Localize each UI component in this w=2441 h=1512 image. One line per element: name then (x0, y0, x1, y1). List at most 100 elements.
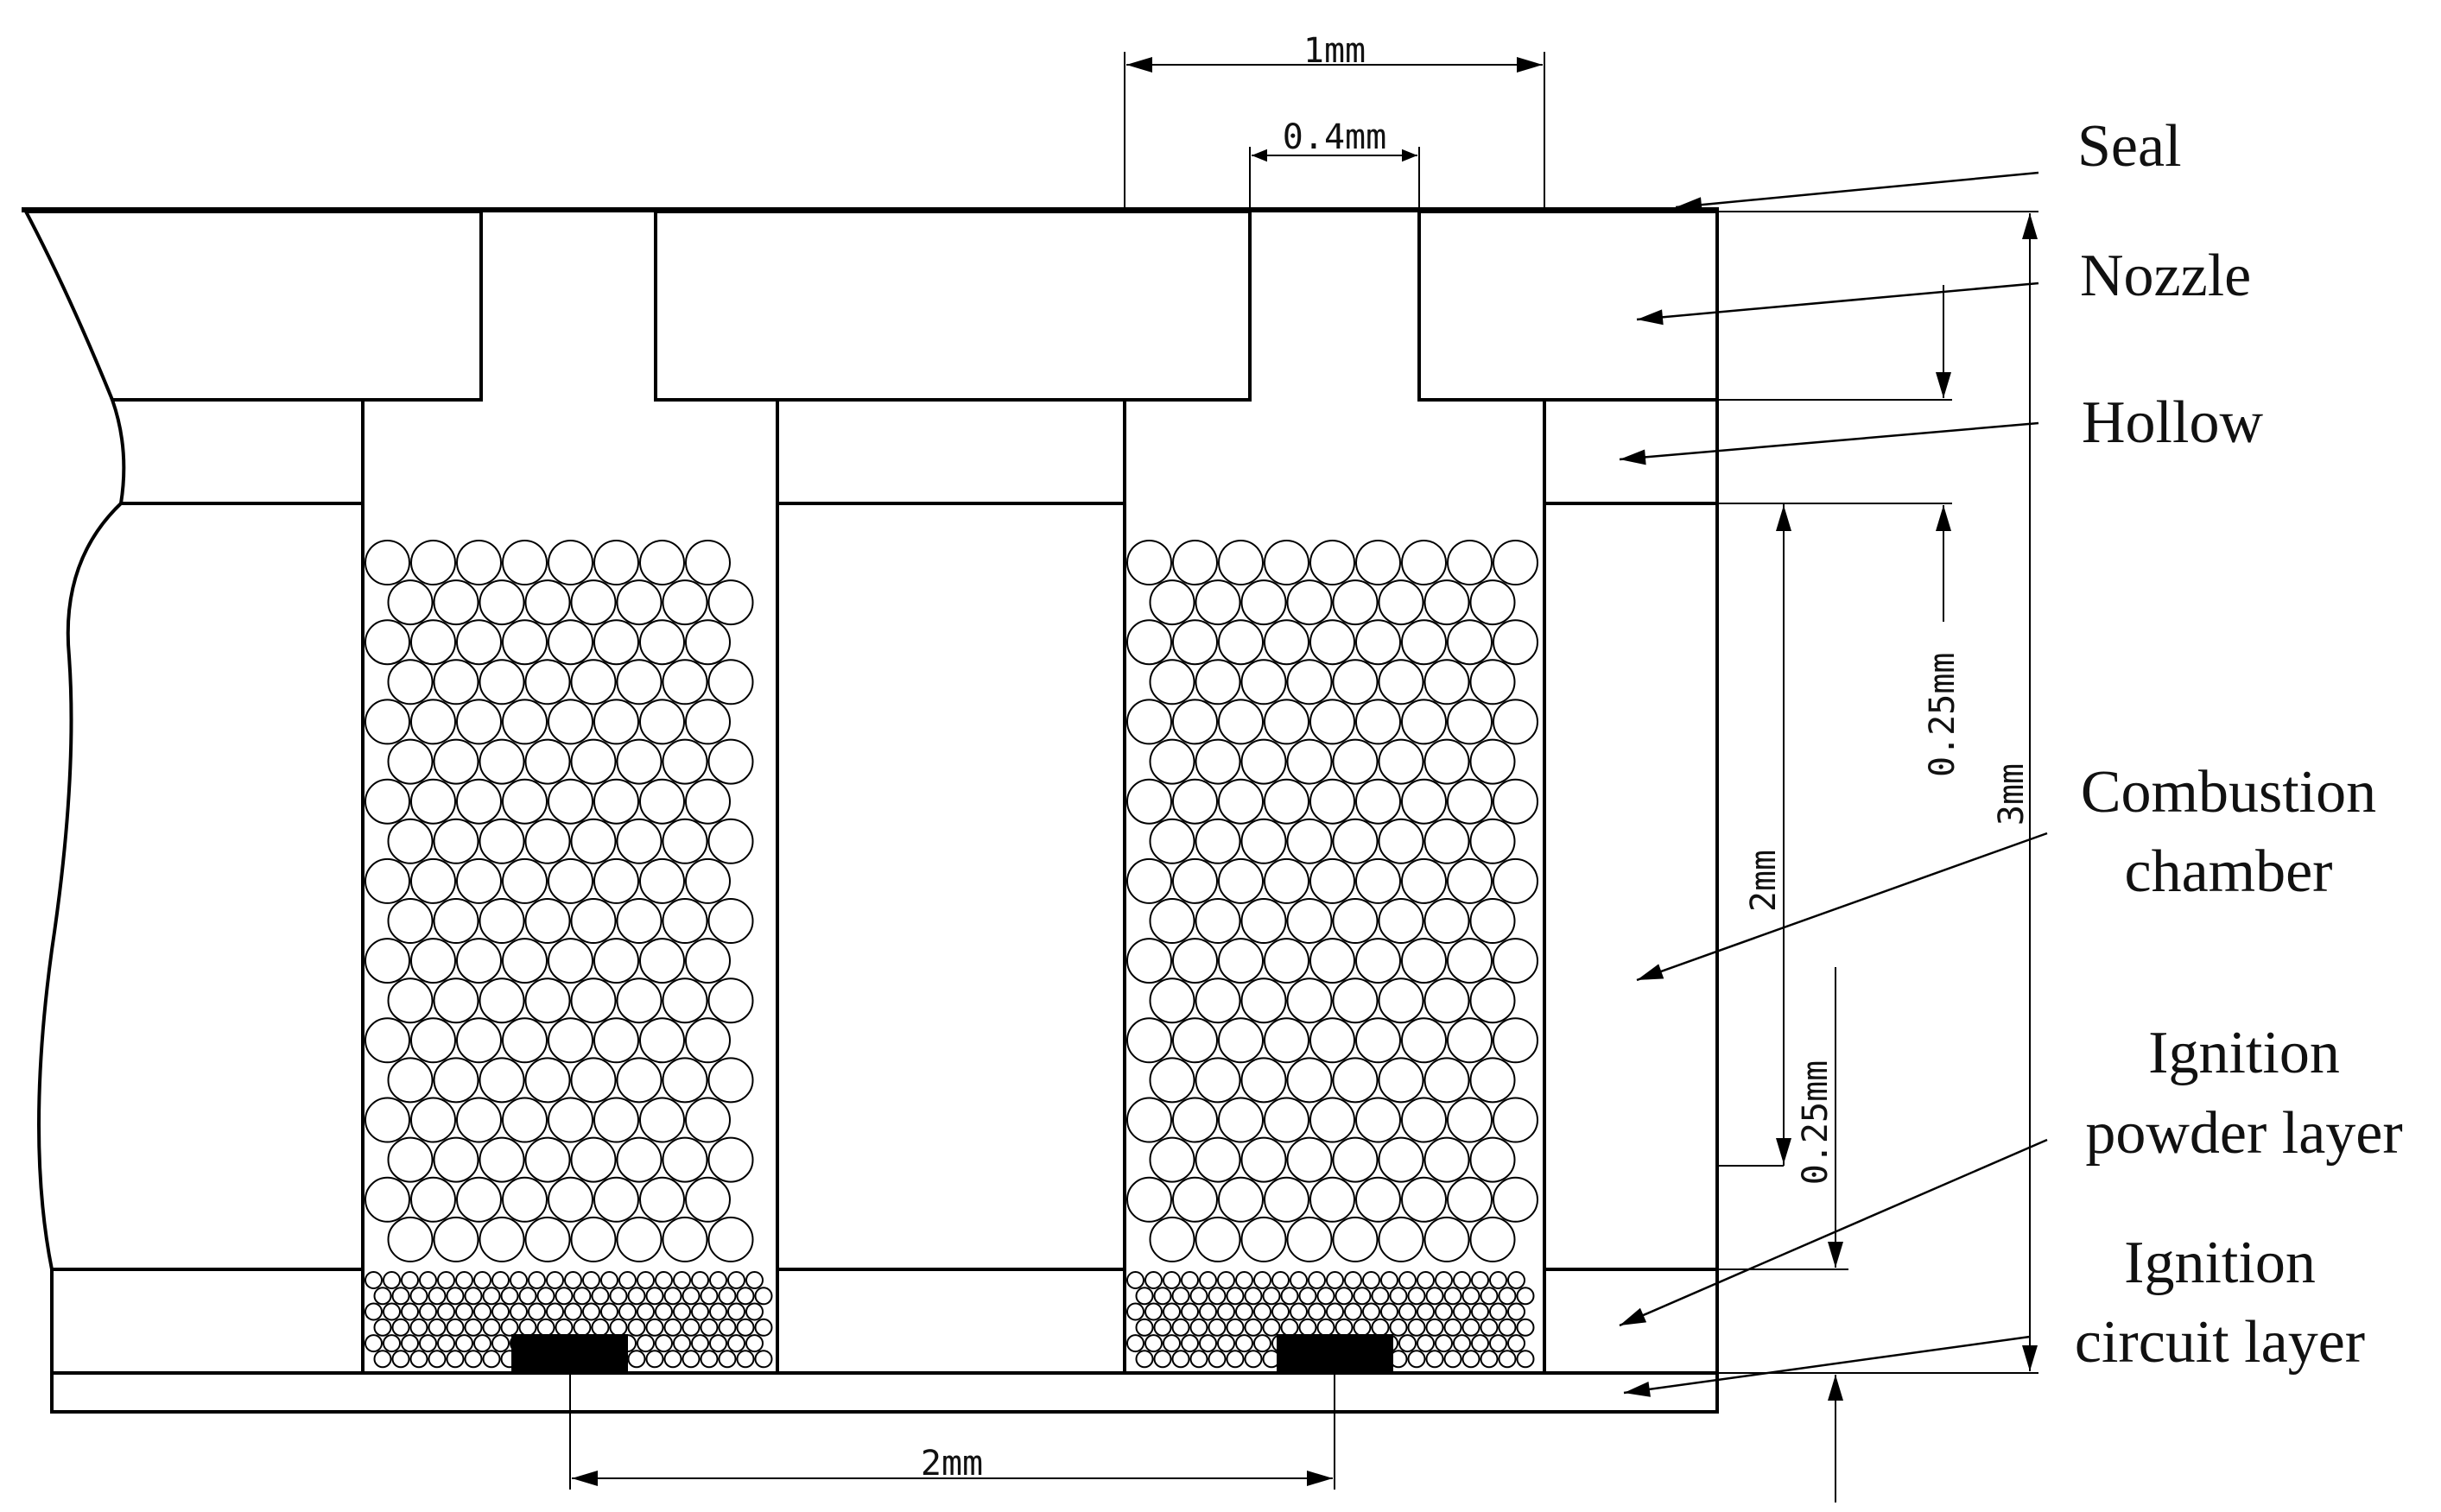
particle (548, 1176, 593, 1223)
particle (1189, 1287, 1208, 1306)
particle (479, 1057, 525, 1104)
particle (1480, 1350, 1499, 1369)
particle (1461, 1287, 1480, 1306)
particle (456, 699, 502, 745)
label-ignition-powder-line1: Ignition (2148, 1020, 2340, 1086)
particle (365, 1017, 410, 1064)
particle (437, 1334, 455, 1353)
particle (593, 778, 639, 825)
particle (1401, 619, 1447, 666)
particle (593, 857, 639, 904)
particle (1407, 1318, 1426, 1337)
particle (1208, 1287, 1227, 1306)
label-ignition-powder-line2: powder layer (2085, 1100, 2402, 1167)
particle (1126, 540, 1172, 585)
particle (1218, 699, 1264, 745)
particle (1407, 1287, 1426, 1306)
dimension-nozzle-width: 0.4mm (1249, 117, 1420, 212)
particle (662, 738, 708, 785)
particle (365, 778, 410, 825)
particle (1498, 1350, 1517, 1369)
particle (410, 1176, 456, 1223)
particle (387, 1057, 434, 1104)
particle (655, 1334, 673, 1353)
particle (1195, 659, 1241, 705)
particle (1172, 619, 1218, 666)
particle (1335, 1318, 1354, 1337)
particle (1290, 1271, 1308, 1289)
particle (1507, 1302, 1525, 1321)
particle (673, 1271, 691, 1289)
particle (1195, 1057, 1241, 1104)
particle (1144, 1334, 1163, 1353)
particle (1149, 898, 1195, 944)
particle (616, 659, 663, 705)
particle (570, 1216, 617, 1262)
particle (639, 1017, 685, 1064)
particle (1135, 1287, 1154, 1306)
particle (754, 1318, 773, 1337)
particle (1389, 1287, 1408, 1306)
particle (591, 1318, 610, 1337)
particle (593, 699, 639, 745)
particle (591, 1287, 610, 1306)
particle (662, 1216, 708, 1262)
particle (409, 1287, 428, 1306)
particle (570, 977, 617, 1024)
particle (1240, 1136, 1287, 1183)
particle (1264, 699, 1309, 745)
particle (1195, 579, 1241, 626)
particle (1493, 1176, 1538, 1223)
particle (1423, 977, 1470, 1024)
particle (1371, 1318, 1390, 1337)
particle (1332, 659, 1379, 705)
particle (662, 1136, 708, 1183)
particle (555, 1318, 574, 1337)
particle (373, 1287, 392, 1306)
particle (1149, 1057, 1195, 1104)
particle (709, 1271, 727, 1289)
particle (1469, 1136, 1516, 1183)
particle (1181, 1271, 1199, 1289)
particle (663, 1318, 682, 1337)
dim-label-nozzle-width: 0.4mm (1283, 117, 1386, 157)
particle (1126, 1097, 1172, 1143)
particle (673, 1334, 691, 1353)
particle (593, 619, 639, 666)
particle (1443, 1350, 1462, 1369)
particle (637, 1302, 655, 1321)
particle (1378, 977, 1424, 1024)
particle (1493, 1017, 1538, 1064)
particle (546, 1302, 564, 1321)
particle (618, 1271, 637, 1289)
particle (1217, 1302, 1235, 1321)
particle (391, 1350, 410, 1369)
particle (387, 1216, 434, 1262)
particle (616, 898, 663, 944)
particle (1469, 579, 1516, 626)
particle (1153, 1287, 1172, 1306)
particle (1244, 1350, 1263, 1369)
particle (616, 1216, 663, 1262)
particle (456, 857, 502, 904)
particle (1447, 778, 1493, 825)
particle (691, 1302, 709, 1321)
particle (383, 1271, 401, 1289)
particle (1240, 898, 1287, 944)
particle (1172, 938, 1218, 984)
particle (410, 1017, 456, 1064)
particle (655, 1302, 673, 1321)
particle (1316, 1287, 1335, 1306)
particle (1469, 1216, 1516, 1262)
particle (1461, 1318, 1480, 1337)
particle (1480, 1318, 1499, 1337)
particle (456, 1017, 502, 1064)
particle (1189, 1350, 1208, 1369)
particle (1195, 977, 1241, 1024)
particle (1286, 579, 1333, 626)
particle (1172, 778, 1218, 825)
particle (548, 857, 593, 904)
particle (365, 1334, 383, 1353)
particle (727, 1302, 745, 1321)
